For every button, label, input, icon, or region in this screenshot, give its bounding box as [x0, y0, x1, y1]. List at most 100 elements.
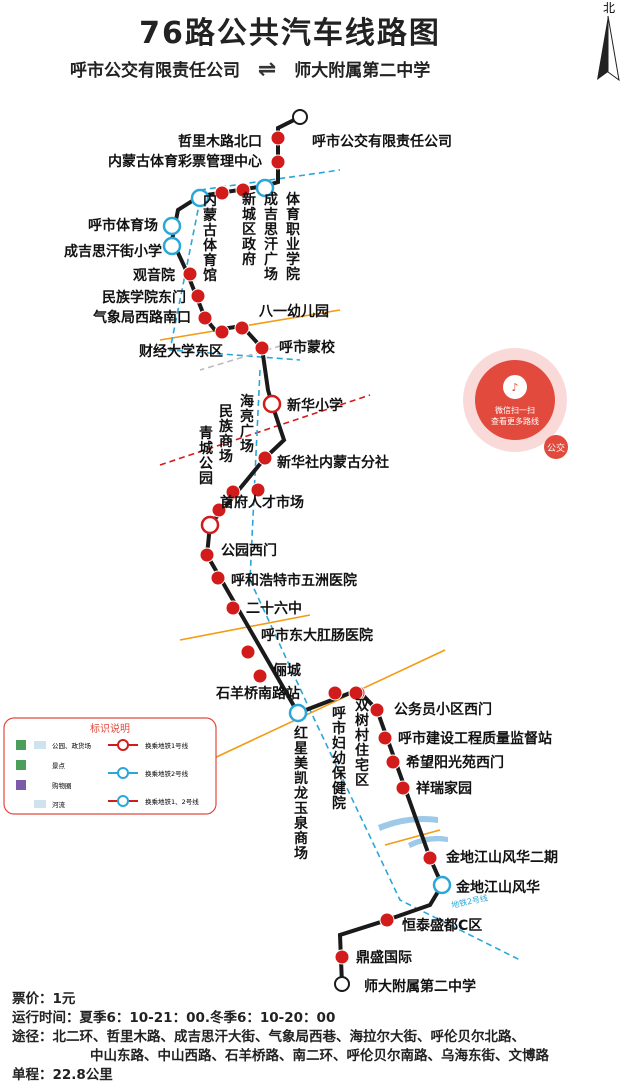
legend-item-river: 河流 — [52, 800, 66, 809]
metro-transfer-icon[interactable] — [288, 703, 308, 723]
stop-label[interactable]: 公务员小区西门 — [394, 701, 492, 718]
stop-label[interactable]: 呼和浩特市五洲医院 — [231, 572, 357, 589]
metro-transfer-icon[interactable] — [162, 216, 182, 236]
bus-stop-marker[interactable] — [225, 600, 241, 616]
bus-stop-marker[interactable] — [254, 340, 270, 356]
stop-label[interactable]: 体育职业学院 — [286, 191, 301, 283]
stop-label[interactable]: 哲里木路北口 — [178, 133, 262, 150]
bus-stop-marker[interactable] — [197, 310, 213, 326]
bus-stop-marker[interactable] — [190, 288, 206, 304]
bus-stop-marker[interactable] — [235, 182, 251, 198]
bus-stop-marker[interactable] — [234, 320, 250, 336]
bus-stop-marker[interactable] — [334, 949, 350, 965]
bus-stop-marker[interactable] — [257, 450, 273, 466]
stop-label[interactable]: 新华小学 — [287, 397, 343, 414]
stop-label[interactable]: 石羊桥南路站 — [215, 685, 300, 702]
stop-label[interactable]: 恒泰盛都C区 — [402, 917, 482, 934]
stop-label[interactable]: 内蒙古体育彩票管理中心 — [108, 153, 262, 170]
hours-info: 运行时间：夏季6：10-21：00.冬季6：10-20：00 — [12, 1010, 336, 1026]
stop-label[interactable]: 呼市妇幼保健院 — [331, 705, 347, 812]
metro-transfer-icon[interactable] — [190, 188, 210, 208]
stop-label[interactable]: 呼市东大肛肠医院 — [261, 627, 373, 644]
bus-stop-marker[interactable] — [182, 266, 198, 282]
qr-code[interactable]: ♪ 微信扫一扫 查看更多路线 公交 — [463, 348, 568, 459]
stop-label[interactable]: 希望阳光苑西门 — [406, 754, 504, 771]
stops-layer: 呼市公交有限责任公司哲里木路北口内蒙古体育彩票管理中心体育职业学院成吉思汗广场新… — [64, 109, 558, 995]
terminal-a-label: 呼市公交有限责任公司 — [70, 61, 240, 81]
bus-stop-marker[interactable] — [385, 754, 401, 770]
park-icon — [16, 740, 26, 750]
bus-stop-marker[interactable] — [270, 130, 286, 146]
direction-swap-icon: ⇌ — [257, 57, 277, 82]
metro1-icon — [117, 739, 129, 751]
stop-label[interactable]: 红星美凯龙玉泉商场 — [293, 725, 309, 862]
stop-label[interactable]: 气象局西路南口 — [92, 309, 191, 326]
stop-label[interactable]: 民族商场 — [219, 404, 234, 465]
bus-stop-marker[interactable] — [270, 154, 286, 170]
stop-label[interactable]: 鼎盛国际 — [356, 949, 412, 966]
stop-label[interactable]: 财经大学东区 — [138, 343, 223, 360]
stop-label[interactable]: 金地江山风华 — [455, 879, 540, 896]
route-endpoints: 呼市公交有限责任公司 ⇌ 师大附属第二中学 — [70, 56, 430, 82]
legend-title: 标识说明 — [90, 722, 130, 735]
stop-label[interactable]: 呼市体育场 — [88, 217, 158, 234]
legend-item-metro12: 换乘地铁1、2号线 — [145, 797, 199, 806]
stop-label[interactable]: 海亮广场 — [240, 393, 254, 455]
bus-stop-marker[interactable] — [199, 547, 215, 563]
stop-label[interactable]: 二十六中 — [246, 600, 302, 617]
metro-transfer-icon[interactable] — [200, 515, 220, 535]
qr-caption-2: 查看更多路线 — [491, 416, 539, 426]
via-info-1: 途径：北二环、哲里木路、成吉思汗大街、气象局西巷、海拉尔大街、呼伦贝尔北路、 — [12, 1029, 525, 1045]
bus-stop-marker[interactable] — [225, 484, 241, 500]
bus-stop-marker[interactable] — [369, 702, 385, 718]
stop-label[interactable]: 师大附属第二中学 — [364, 978, 476, 995]
bus-stop-marker[interactable] — [379, 912, 395, 928]
stop-label[interactable]: 成吉思汗街小学 — [64, 243, 162, 260]
metro12-icon — [117, 795, 129, 807]
stop-label[interactable]: 呼市公交有限责任公司 — [312, 133, 452, 150]
bus-stop-marker[interactable] — [422, 850, 438, 866]
stop-label[interactable]: 呼市建设工程质量监督站 — [398, 730, 552, 747]
bus-stop-marker[interactable] — [240, 644, 256, 660]
bus-stop-marker[interactable] — [250, 482, 266, 498]
bus-stop-marker[interactable] — [214, 185, 230, 201]
legend-item-shopping: 购物圈 — [52, 781, 72, 790]
stop-label[interactable]: 内蒙古体育馆 — [203, 192, 218, 284]
bus-stop-marker[interactable] — [327, 685, 343, 701]
stop-label[interactable]: 新华社内蒙古分社 — [277, 454, 389, 471]
metro-transfer-icon[interactable] — [262, 394, 282, 414]
stop-label[interactable]: 呼市蒙校 — [279, 339, 336, 356]
terminal-b-label: 师大附属第二中学 — [294, 61, 431, 81]
stop-label[interactable]: 民族学院东门 — [102, 289, 186, 306]
roads-layer — [159, 309, 446, 846]
bus-stop-marker[interactable] — [348, 685, 364, 701]
shopping-icon — [16, 780, 26, 790]
stop-label[interactable]: 新城区政府 — [242, 191, 257, 268]
stop-label[interactable]: 祥瑞家园 — [416, 780, 472, 797]
stop-label[interactable]: 首府人才市场 — [220, 494, 304, 511]
metro-transfer-icon[interactable] — [432, 875, 452, 895]
stop-label[interactable]: 青城公园 — [199, 425, 213, 487]
stop-label[interactable]: 八一幼儿园 — [258, 303, 329, 320]
stop-label[interactable]: 公园西门 — [221, 542, 277, 559]
bus-stop-marker[interactable] — [377, 730, 393, 746]
stop-label[interactable]: 双树村住宅区 — [355, 698, 369, 789]
stop-label[interactable]: 俪城 — [273, 662, 301, 679]
metro-transfer-icon[interactable] — [255, 178, 275, 198]
bus-stop-marker[interactable] — [211, 502, 227, 518]
river-swatch — [34, 800, 46, 808]
scenic-icon — [16, 760, 26, 770]
bus-stop-marker[interactable] — [210, 570, 226, 586]
bus-stop-marker[interactable] — [292, 109, 308, 125]
bus-stop-marker[interactable] — [252, 668, 268, 684]
bus-stop-marker[interactable] — [214, 324, 230, 340]
stop-label[interactable]: 金地江山风华二期 — [445, 849, 558, 866]
bus-stop-marker[interactable] — [395, 780, 411, 796]
length-info: 单程：22.8公里 — [12, 1067, 113, 1083]
qr-logo-icon: ♪ — [511, 381, 518, 394]
metro-transfer-icon[interactable] — [162, 236, 182, 256]
stop-label[interactable]: 成吉思汗广场 — [264, 191, 278, 283]
map-title: 76路公共汽车线路图 — [139, 16, 441, 51]
bus-stop-marker[interactable] — [334, 976, 350, 992]
stop-label[interactable]: 观音院 — [133, 267, 175, 284]
